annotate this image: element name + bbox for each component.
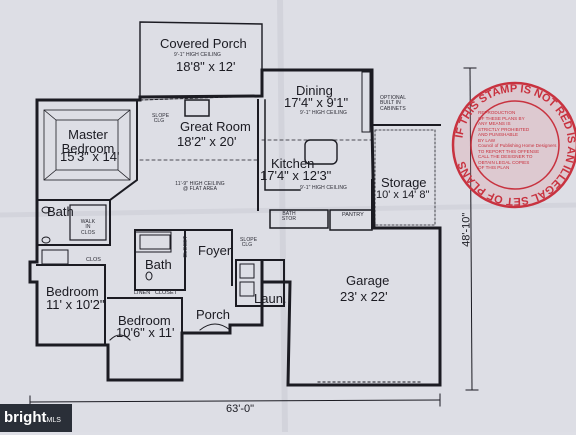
covered-porch-name: Covered Porch [160,36,247,51]
bedroom-1-closet: CLOS [86,257,101,263]
master-bedroom-size: 15'3" x 14' [60,149,120,164]
kitchen-ceiling: 9'-1" HIGH CEILING [300,185,348,191]
overall-width: 63'-0" [226,403,255,415]
bedroom-2-name: Bedroom [118,313,171,328]
copyright-stamp: IF THIS STAMP IS NOT RED IS AN ILLEGAL S… [451,81,576,209]
garage-name: Garage [346,273,390,288]
stamp-line: TO REPORT THIS OFFENSE [478,148,540,154]
stamp-line: OF THIS PLAN [478,165,510,170]
garage-size: 23' x 22' [340,289,388,304]
watermark-brand: bright [4,409,47,426]
great-room-slope: SLOPE CLG [152,113,170,125]
bedroom-2-size: 10'6" x 11' [116,325,175,340]
overall-depth: 48'-10" [460,212,473,247]
great-room-ceiling: 11'-9" HIGH CEILING @ FLAT AREA [175,181,225,193]
foyer-slope: SLOPE CLG [240,237,258,249]
walls [28,21,479,409]
pantry-label: PANTRY [342,212,364,218]
bedroom-2-closet: CLOSET [155,290,178,296]
linen-label: LINEN [134,290,151,296]
dining-name: Dining [296,83,333,98]
stamp-line: BY LAW [478,137,496,143]
master-bedroom-name: Master Bedroom [61,127,115,156]
walk-in-closet-label: WALK IN CLOS [80,219,96,236]
foyer-name: Foyer [198,243,232,258]
bedroom-1-name: Bedroom [46,284,99,299]
covered-porch-size: 18'8" x 12' [176,59,236,74]
stamp-line: CALL THE DESIGNER TO [478,154,533,159]
kitchen-size: 17'4" x 12'3" [260,168,332,183]
dining-cabinets-note: OPTIONAL BUILT IN CABINETS [380,95,406,112]
storage-size: 10' x 14' 8" [376,189,430,201]
laundry-name: Laun. [254,291,287,306]
watermark-suffix: MLS [46,417,61,424]
mls-watermark: brightMLS [0,404,72,432]
master-bath-name: Bath [47,204,74,219]
porch-name: Porch [196,307,230,322]
great-room-name: Great Room [180,119,251,134]
stamp-line: OF THESE PLANS BY [478,115,525,121]
hall-bath-name: Bath [145,257,172,272]
stamp-line: STRICTLY PROHIBITED [478,126,530,132]
covered-porch-ceiling: 9'-1" HIGH CEILING [174,52,222,58]
bedroom-1-size: 11' x 10'2" [46,297,105,312]
hall-closet-label: CLOSET [183,235,190,258]
dining-size: 17'4" x 9'1" [284,95,349,110]
dining-ceiling: 9'-1" HIGH CEILING [300,110,348,116]
stamp-line: Council of Publishing Home Designers [478,143,557,148]
great-room-size: 18'2" x 20' [177,134,237,149]
stamp-line: AND PUNISHABLE [478,132,519,137]
stamp-line: REPRODUCTION [478,110,516,115]
bath-stor-label: BATH STOR [281,211,297,223]
stamp-line: OBTAIN LEGAL COPIES [478,159,530,165]
storage-name: Storage [381,175,427,190]
stamp-line: ANY MEANS IS [478,121,511,126]
kitchen-name: Kitchen [271,156,315,171]
tray-ceiling [43,109,131,181]
